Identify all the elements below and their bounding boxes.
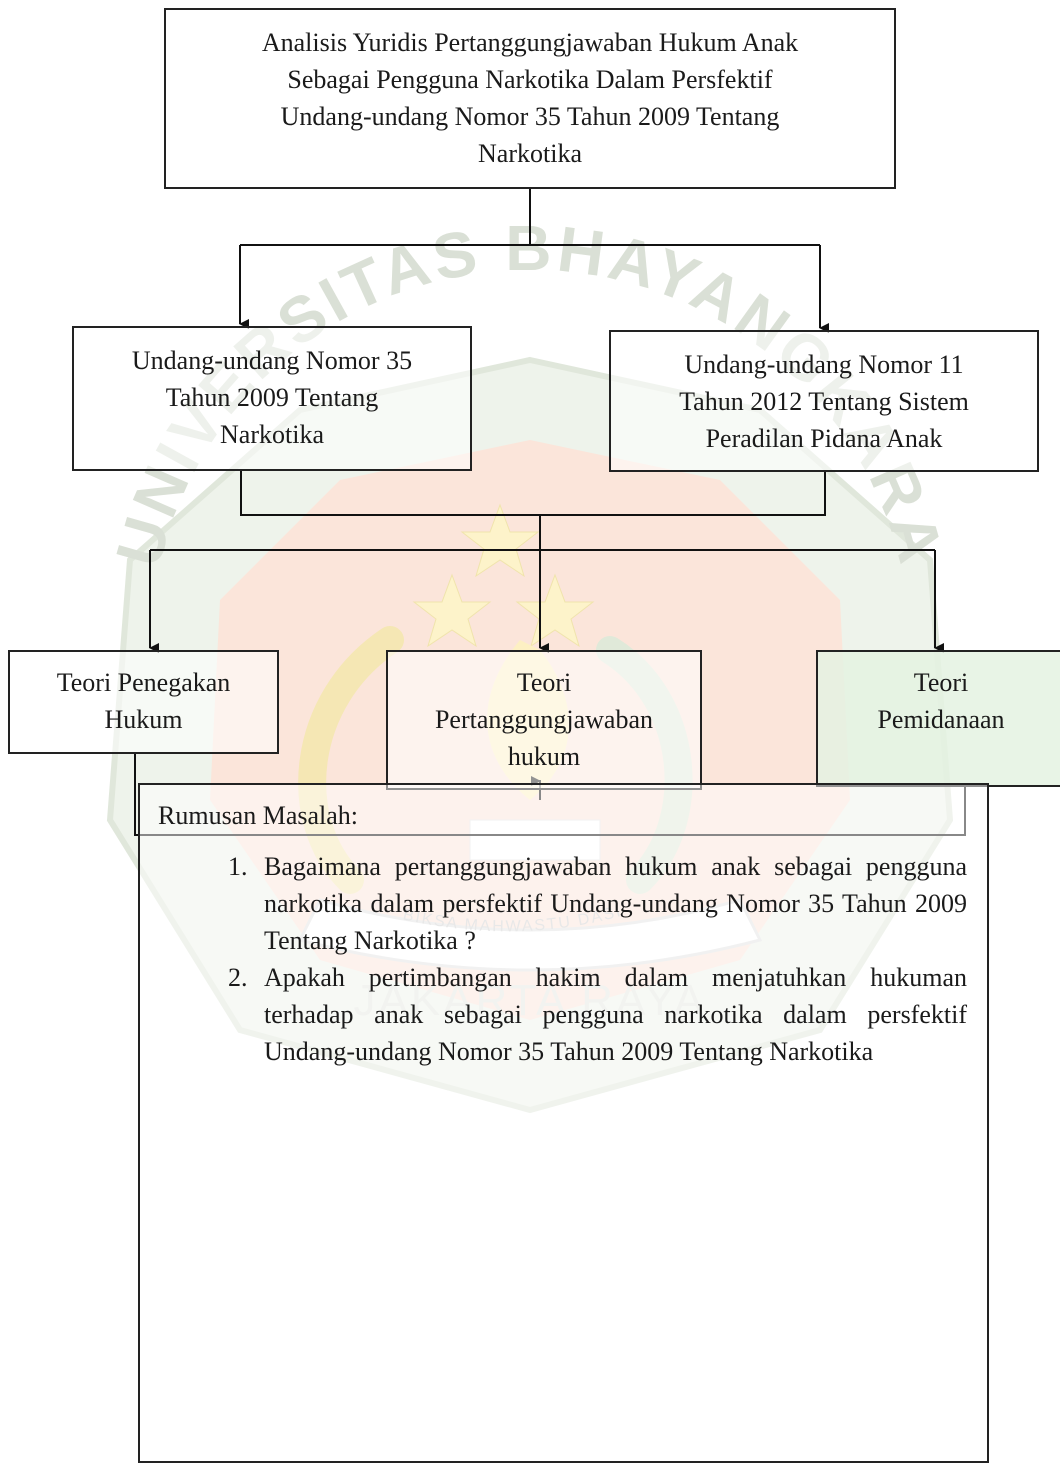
problem-item: Bagaimana pertanggungjawaban hukum anak … xyxy=(254,848,967,959)
title-line: Undang-undang Nomor 35 Tahun 2009 Tentan… xyxy=(280,102,780,131)
law-line: Narkotika xyxy=(220,420,324,449)
problem-formulation-title: Rumusan Masalah: xyxy=(158,801,359,830)
theory-box-pertanggungjawaban: Teori Pertanggungjawaban hukum xyxy=(386,650,702,790)
star-icon xyxy=(515,573,595,648)
theory-line: hukum xyxy=(507,742,581,771)
star-icon xyxy=(460,503,540,578)
research-title-box: Analisis Yuridis Pertanggungjawaban Huku… xyxy=(164,8,896,189)
laws-merge-line xyxy=(240,471,826,516)
theory-box-pemidanaan: Teori Pemidanaan xyxy=(816,650,1060,787)
law-line: Tahun 2012 Tentang Sistem xyxy=(679,387,969,416)
law-box-uu11: Undang-undang Nomor 11 Tahun 2012 Tentan… xyxy=(609,330,1039,472)
theory-line: Hukum xyxy=(104,705,183,734)
problem-formulation-box: Rumusan Masalah: Bagaimana pertanggungja… xyxy=(138,783,989,1463)
law-line: Peradilan Pidana Anak xyxy=(705,424,943,453)
theory-box-penegakan: Teori Penegakan Hukum xyxy=(8,650,279,754)
theory-line: Pertanggungjawaban xyxy=(434,705,654,734)
law-box-uu35: Undang-undang Nomor 35 Tahun 2009 Tentan… xyxy=(72,326,472,471)
theory-line: Pemidanaan xyxy=(877,705,1005,734)
problem-list: Bagaimana pertanggungjawaban hukum anak … xyxy=(158,848,967,1070)
law-line: Tahun 2009 Tentang xyxy=(165,383,379,412)
theory-line: Teori xyxy=(913,668,969,697)
title-line: Analisis Yuridis Pertanggungjawaban Huku… xyxy=(261,28,799,57)
law-line: Undang-undang Nomor 35 xyxy=(131,346,413,375)
theory-line: Teori xyxy=(516,668,572,697)
title-line: Sebagai Pengguna Narkotika Dalam Persfek… xyxy=(287,65,773,94)
theory-line: Teori Penegakan xyxy=(56,668,231,697)
title-line: Narkotika xyxy=(478,139,582,168)
law-line: Undang-undang Nomor 11 xyxy=(684,350,964,379)
problem-item: Apakah pertimbangan hakim dalam menjatuh… xyxy=(254,959,967,1070)
star-icon xyxy=(412,573,492,648)
